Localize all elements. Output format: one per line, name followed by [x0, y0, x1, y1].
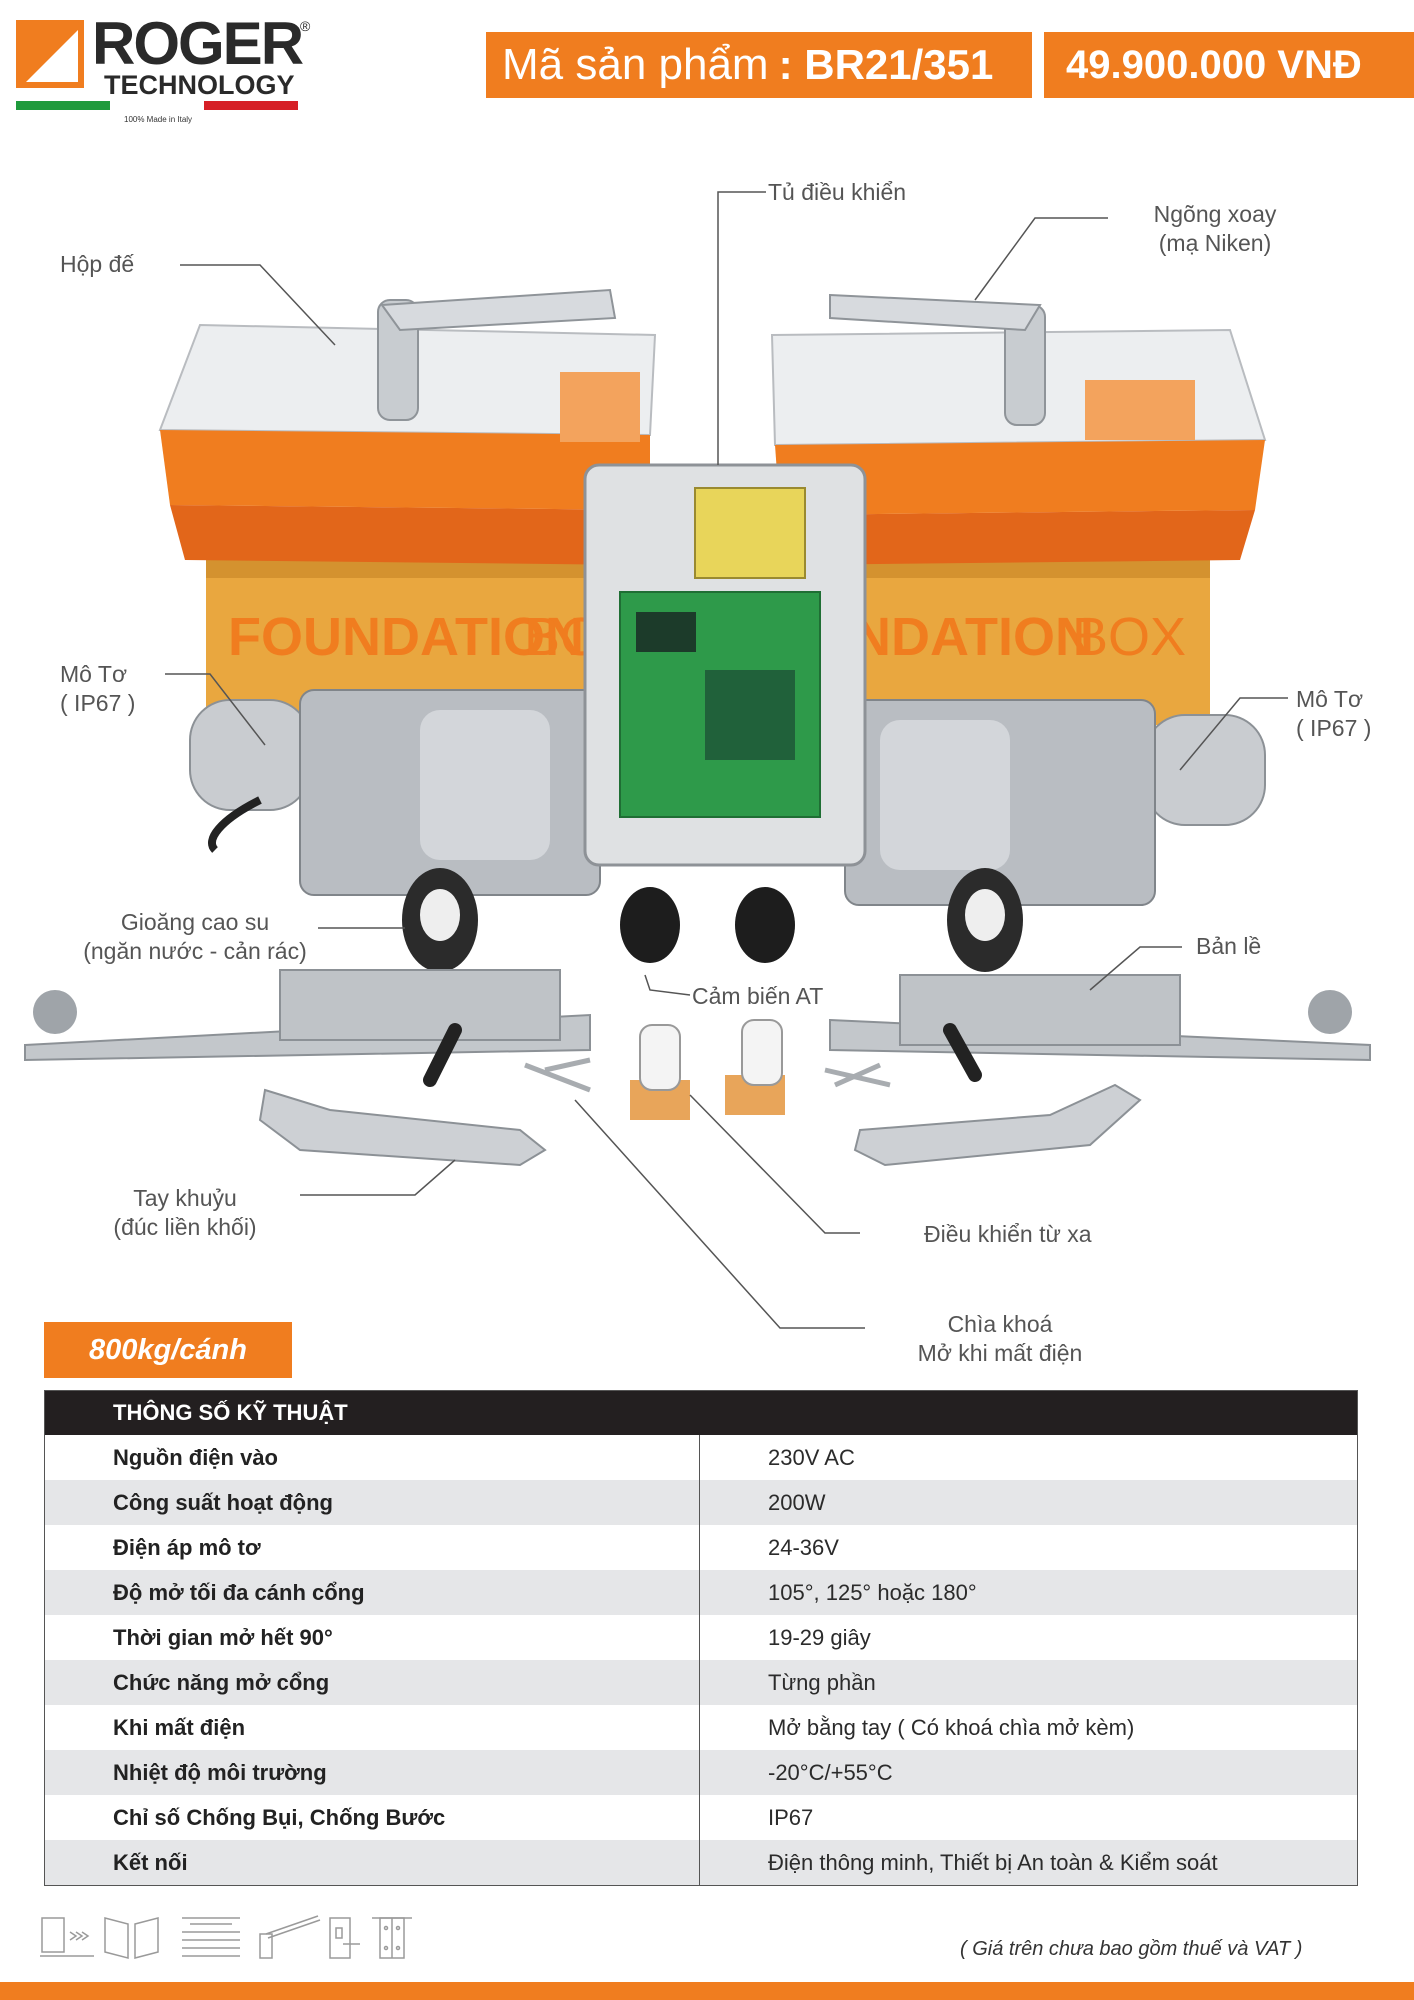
callout-base-box: Hộp đế — [60, 251, 135, 277]
spec-key: Độ mở tối đa cánh cổng — [45, 1570, 700, 1615]
logo-subtitle: TECHNOLOGY — [104, 70, 295, 100]
callout-pivot-line2: (mạ Niken) — [1158, 230, 1272, 256]
spec-value: 200W — [768, 1489, 826, 1515]
callout-leader-lines — [165, 191, 1288, 1329]
sliding-gate-icon — [40, 1917, 94, 1957]
callout-key-line2: Mở khi mất điện — [917, 1340, 1083, 1366]
base-housing-right — [770, 293, 1267, 565]
callout-remote: Điều khiển từ xa — [924, 1221, 1092, 1247]
crank-arm-left — [258, 1088, 547, 1167]
callout-control-box: Tủ điều khiển — [768, 179, 907, 205]
spec-key: Công suất hoạt động — [45, 1480, 700, 1525]
callout-motor-right: Mô Tơ ( IP67 ) — [1296, 685, 1371, 743]
table-row: Điện áp mô tơ 24-36V — [45, 1525, 1357, 1570]
spec-key: Chức năng mở cổng — [45, 1660, 700, 1705]
motor-left — [189, 689, 601, 896]
table-row: Khi mất điện Mở bằng tay ( Có khoá chìa m… — [45, 1705, 1357, 1750]
product-code-label: Mã sản phẩm — [502, 40, 769, 89]
callout-crank: Tay khuỷu (đúc liền khối) — [90, 1184, 280, 1242]
roger-logo: ROGER ® TECHNOLOGY 100% Made in Italy — [16, 12, 316, 124]
spec-key: Kết nối — [45, 1840, 700, 1885]
hinge-arm-left — [24, 969, 591, 1087]
remote-control-right-icon — [725, 1019, 785, 1115]
weight-tag: 800kg/cánh — [44, 1322, 292, 1378]
hinge-icon — [372, 1917, 412, 1959]
table-row: Công suất hoạt động 200W — [45, 1480, 1357, 1525]
logo-triangle-icon — [16, 20, 84, 88]
callout-key-line1: Chìa khoá — [947, 1311, 1053, 1337]
callout-pivot-line1: Ngõng xoay — [1153, 201, 1277, 227]
spec-key: Thời gian mở hết 90° — [45, 1615, 700, 1660]
motor-right — [844, 699, 1266, 906]
product-code-banner: Mã sản phẩm : BR21/351 — [486, 32, 1032, 98]
table-row: Chức năng mở cổng Từng phần — [45, 1660, 1357, 1705]
table-row: Kết nối Điện thông minh, Thiết bị An toàn… — [45, 1840, 1357, 1885]
callout-gasket-line2: (ngăn nước - cản rác) — [83, 938, 307, 964]
table-row: Thời gian mở hết 90° 19-29 giây — [45, 1615, 1357, 1660]
callout-crank-line1: Tay khuỷu — [133, 1185, 237, 1211]
callout-sensor: Cảm biến AT — [692, 983, 824, 1009]
crank-arm-right — [853, 1083, 1142, 1167]
registered-mark: ® — [300, 18, 311, 34]
spec-key: Chỉ số Chống Bụi, Chống Bước — [45, 1795, 700, 1840]
spec-value: Từng phần — [768, 1669, 876, 1695]
callout-motor-right-line2: ( IP67 ) — [1296, 715, 1372, 741]
key-icon — [524, 1057, 891, 1093]
barrier-icon — [259, 1915, 321, 1959]
callout-motor-right-line1: Mô Tơ — [1296, 686, 1364, 712]
callout-crank-line2: (đúc liền khối) — [113, 1214, 257, 1240]
tax-note: ( Giá trên chưa bao gồm thuế và VAT ) — [960, 1938, 1303, 1960]
italian-flag-stripe — [16, 101, 298, 110]
spec-key: Nguồn điện vào — [45, 1435, 700, 1480]
spec-value: Mở bằng tay ( Có khoá chìa mở kèm) — [768, 1714, 1135, 1740]
price-banner: 49.900.000 VNĐ — [1044, 32, 1414, 98]
table-row: Chỉ số Chống Bụi, Chống Bước IP67 — [45, 1795, 1357, 1840]
footer-bar — [0, 1982, 1414, 2000]
base-housing-left — [158, 288, 657, 565]
box-print-right-box: BOX — [1072, 607, 1186, 667]
table-row: Nguồn điện vào 230V AC — [45, 1435, 1357, 1480]
table-row: Nhiệt độ môi trường -20°C/+55°C — [45, 1750, 1357, 1795]
garage-door-icon — [182, 1917, 240, 1957]
table-row: Độ mở tối đa cánh cổng 105°, 125° hoặc 18… — [45, 1570, 1357, 1615]
callout-motor-left: Mô Tơ ( IP67 ) — [60, 660, 135, 718]
spec-value: 105°, 125° hoặc 180° — [768, 1579, 977, 1605]
callout-hinge: Bản lề — [1196, 933, 1262, 959]
spec-value: 19-29 giây — [768, 1624, 871, 1650]
spec-key: Điện áp mô tơ — [45, 1525, 700, 1570]
spec-value: -20°C/+55°C — [768, 1759, 893, 1785]
spec-value: IP67 — [768, 1804, 814, 1830]
product-code-value: : BR21/351 — [778, 41, 994, 88]
spec-table-title: THÔNG SỐ KỸ THUẬT — [45, 1391, 1357, 1435]
gate-type-icons — [40, 1915, 412, 1959]
product-illustration: FOUNDATION BOX NDATION BOX — [24, 191, 1371, 1329]
callout-motor-left-line1: Mô Tơ — [60, 661, 128, 687]
callout-gasket: Gioăng cao su (ngăn nước - cản rác) — [60, 908, 330, 966]
foundation-box-right: NDATION BOX — [845, 560, 1210, 725]
spec-key: Nhiệt độ môi trường — [45, 1750, 700, 1795]
hinge-arm-right — [829, 974, 1371, 1082]
spec-value: 230V AC — [768, 1444, 855, 1470]
door-lock-icon — [329, 1917, 360, 1959]
spec-key: Khi mất điện — [45, 1705, 700, 1750]
swing-gate-icon — [104, 1917, 159, 1959]
sensor-right-icon — [735, 887, 795, 963]
spec-value: 24-36V — [768, 1534, 839, 1560]
logo-wordmark: ROGER — [92, 10, 304, 77]
box-print-left: FOUNDATION — [228, 607, 584, 667]
made-in-italy: 100% Made in Italy — [124, 115, 193, 124]
callout-gasket-line1: Gioăng cao su — [120, 909, 270, 935]
box-print-right: NDATION — [852, 607, 1094, 667]
remote-control-left-icon — [630, 1024, 690, 1120]
callout-motor-left-line2: ( IP67 ) — [60, 690, 136, 716]
callout-key: Chìa khoá Mở khi mất điện — [880, 1310, 1120, 1368]
control-box — [583, 463, 867, 867]
spec-value: Điện thông minh, Thiết bị An toàn & Kiểm… — [768, 1849, 1218, 1875]
sensor-left-icon — [620, 887, 680, 963]
callout-pivot: Ngõng xoay (mạ Niken) — [1110, 200, 1320, 258]
